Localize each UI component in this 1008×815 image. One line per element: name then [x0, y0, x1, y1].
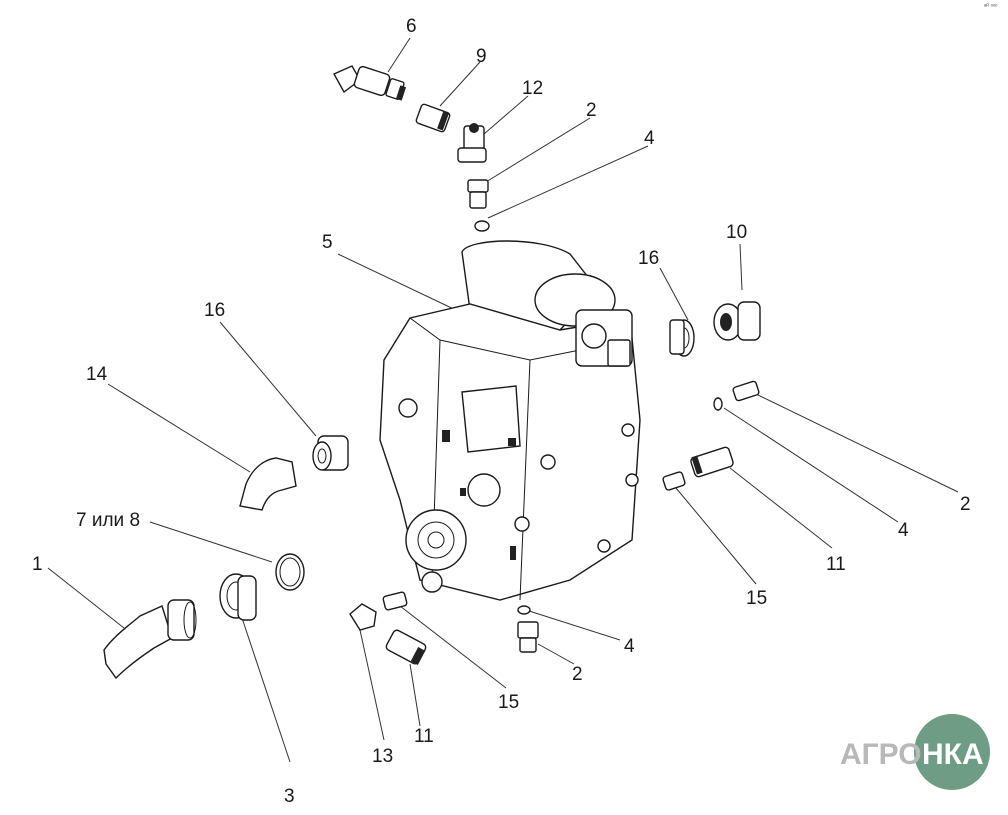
callout-15-bottom: 15 [498, 692, 519, 713]
part-12-tee [457, 123, 487, 163]
callout-9: 9 [476, 46, 487, 67]
part-2-bottom-fitting [517, 621, 539, 653]
agronka-watermark-logo: АГРО НКА [840, 714, 990, 790]
callout-13: 13 [372, 746, 393, 767]
part-13-elbow [349, 603, 377, 631]
part-2-top-fitting [467, 179, 489, 209]
part-14-elbow [239, 457, 297, 511]
callout-14: 14 [86, 364, 108, 385]
part-4-bottom-washer [517, 605, 531, 615]
part-10-nut [713, 301, 761, 341]
callout-16-right: 16 [638, 248, 659, 269]
callout-11-right: 11 [826, 554, 846, 575]
callout-7-or-8: 7 или 8 [76, 510, 140, 531]
part-11-right [690, 446, 734, 478]
parts-illustration [103, 65, 761, 680]
callout-15-right: 15 [746, 588, 767, 609]
logo-text-left: АГРО [840, 738, 922, 771]
callout-2-top: 2 [586, 100, 597, 121]
callout-11-bottom: 11 [414, 726, 434, 747]
callout-16-left: 16 [204, 300, 225, 321]
leader-lines [47, 37, 959, 763]
part-9-nut [415, 103, 451, 133]
callout-4-right: 4 [898, 520, 909, 541]
callout-2-right: 2 [960, 494, 971, 515]
callout-10: 10 [726, 222, 747, 243]
part-15-right [662, 471, 686, 491]
callout-4-bottom: 4 [624, 636, 635, 657]
callout-6: 6 [406, 16, 417, 37]
part-15-bottom [382, 591, 408, 611]
part-6-angle-fitting [333, 65, 407, 101]
callout-3: 3 [284, 786, 295, 807]
part-1-hose [103, 599, 197, 680]
logo-text-right: НКА [922, 738, 984, 771]
callout-4-top: 4 [644, 128, 655, 149]
logo-circle [914, 714, 990, 790]
callout-2-bottom: 2 [572, 664, 583, 685]
part-16-left-ring [312, 435, 349, 471]
corner-mark: ᵃᴿ ᵒᵒᵒ [984, 3, 998, 10]
pump-body [379, 240, 641, 601]
part-3-nut [219, 573, 257, 621]
part-16-right-ring [669, 319, 695, 357]
callout-12: 12 [522, 78, 543, 99]
callout-1: 1 [32, 554, 43, 575]
callout-5: 5 [322, 232, 333, 253]
part-2-right-fitting [732, 380, 760, 402]
callout-labels: 6 9 12 2 4 10 16 5 16 14 7 или 8 1 2 4 1… [32, 16, 971, 807]
part-7-8-o-ring [275, 553, 305, 591]
part-4-right-washer [713, 397, 723, 411]
part-4-top-washer [474, 220, 490, 232]
part-11-bottom [385, 629, 427, 665]
